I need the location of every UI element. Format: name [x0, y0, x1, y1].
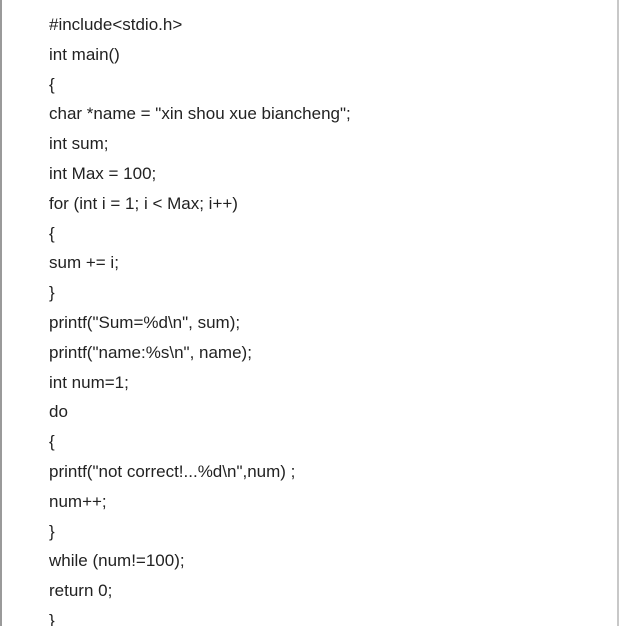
code-line: return 0; — [49, 581, 113, 601]
code-line: sum += i; — [49, 253, 119, 273]
code-line: { — [49, 223, 55, 243]
code-line: for (int i = 1; i < Max; i++) — [49, 193, 238, 213]
code-line: #include<stdio.h> — [49, 15, 183, 34]
code-line: printf("name:%s\n", name); — [49, 342, 252, 362]
code-line: int main() — [49, 44, 120, 64]
code-line: printf("not correct!...%d\n",num) ; — [49, 461, 296, 481]
code-line: } — [49, 283, 55, 303]
code-line: do — [49, 402, 68, 422]
code-line: while (num!=100); — [49, 551, 185, 571]
code-line: num++; — [49, 491, 107, 511]
code-line: { — [49, 74, 55, 94]
code-line: char *name = "xin shou xue biancheng"; — [49, 104, 351, 124]
code-line: } — [49, 610, 55, 626]
code-line: printf("Sum=%d\n", sum); — [49, 312, 241, 332]
code-line: { — [49, 432, 55, 452]
right-border — [617, 0, 619, 626]
left-border — [0, 0, 2, 626]
code-line: int Max = 100; — [49, 163, 157, 183]
code-line: } — [49, 521, 55, 541]
code-line: int sum; — [49, 134, 109, 154]
code-block: #include<stdio.h> int main() { char *nam… — [49, 10, 351, 626]
code-line: int num=1; — [49, 372, 129, 392]
